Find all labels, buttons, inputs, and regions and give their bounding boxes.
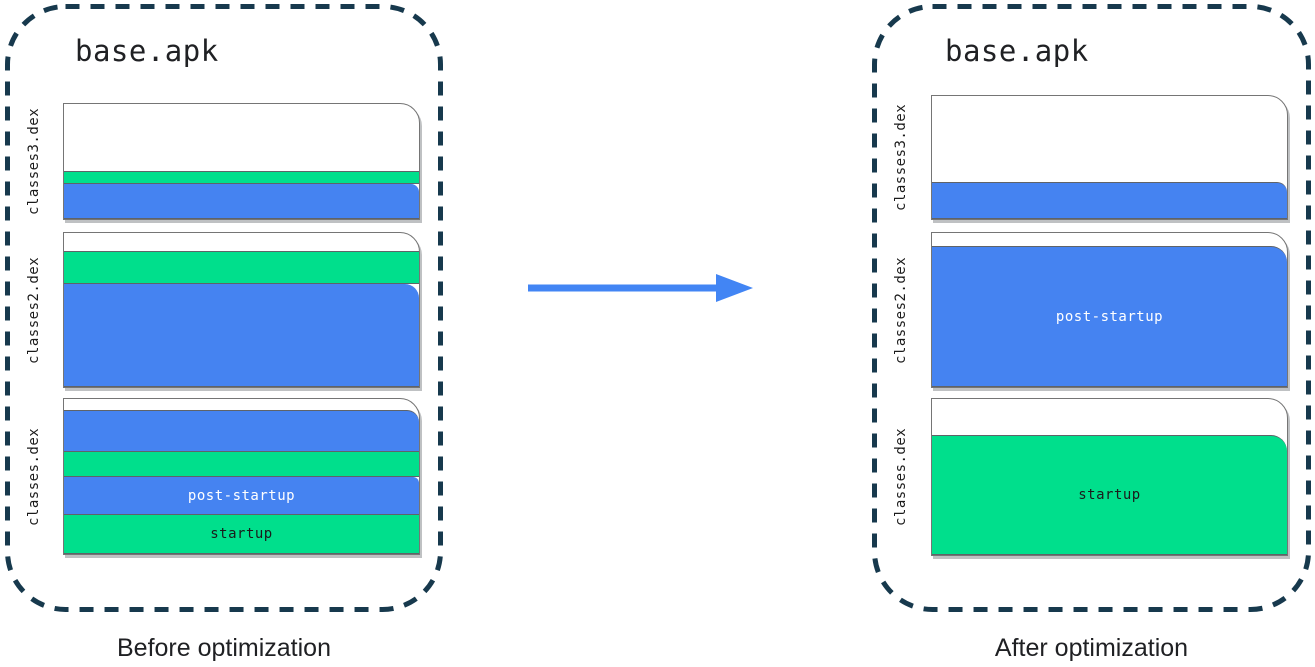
file-row-classes3-before: classes3.dex — [5, 103, 443, 220]
band-label: post-startup — [1055, 308, 1164, 325]
dex-band-blue — [64, 284, 419, 387]
dex-page: startup — [931, 398, 1288, 556]
dashed-border — [872, 4, 1311, 612]
dex-page — [931, 95, 1288, 220]
after-caption: After optimization — [994, 634, 1189, 662]
file-label: classes3.dex — [26, 107, 42, 216]
dex-band-green — [64, 251, 419, 284]
dex-page: post-startup — [931, 232, 1288, 388]
apk-title: base.apk — [945, 34, 1089, 68]
right-arrow-icon — [528, 274, 753, 302]
dex-page — [63, 232, 420, 388]
dex-band-post-startup: post-startup — [64, 477, 419, 515]
file-row-classes3-after: classes3.dex — [872, 95, 1311, 220]
dex-band-startup: startup — [64, 515, 419, 554]
file-label: classes2.dex — [893, 256, 909, 364]
file-row-classes2-after: classes2.dex post-startup — [872, 232, 1311, 388]
band-label: startup — [210, 526, 273, 542]
file-row-classes-before: classes.dex post-startup startup — [5, 398, 443, 555]
dex-page: post-startup startup — [63, 398, 420, 555]
band-label: startup — [1078, 487, 1141, 503]
dex-band-green — [64, 171, 419, 184]
dex-band-blue — [64, 410, 419, 452]
file-label: classes3.dex — [893, 103, 909, 212]
file-label: classes.dex — [893, 427, 909, 527]
dashed-border — [5, 4, 443, 612]
file-label: classes2.dex — [26, 256, 42, 364]
file-row-classes2-before: classes2.dex — [5, 232, 443, 388]
dex-page — [63, 103, 420, 220]
before-caption: Before optimization — [116, 634, 331, 662]
band-label: post-startup — [187, 487, 296, 504]
apk-title: base.apk — [75, 34, 219, 68]
file-label: classes.dex — [26, 427, 42, 526]
file-row-classes-after: classes.dex startup — [872, 398, 1311, 556]
after-panel: base.apk classes3.dex classes2.dex post-… — [872, 4, 1311, 612]
dex-band-blue — [64, 184, 419, 219]
before-panel: base.apk classes3.dex classes2.dex class… — [5, 4, 443, 612]
dex-band-green — [64, 452, 419, 477]
dex-band-post-startup: post-startup — [932, 246, 1287, 387]
dex-band-blue — [932, 182, 1287, 219]
dex-band-startup: startup — [932, 435, 1287, 555]
